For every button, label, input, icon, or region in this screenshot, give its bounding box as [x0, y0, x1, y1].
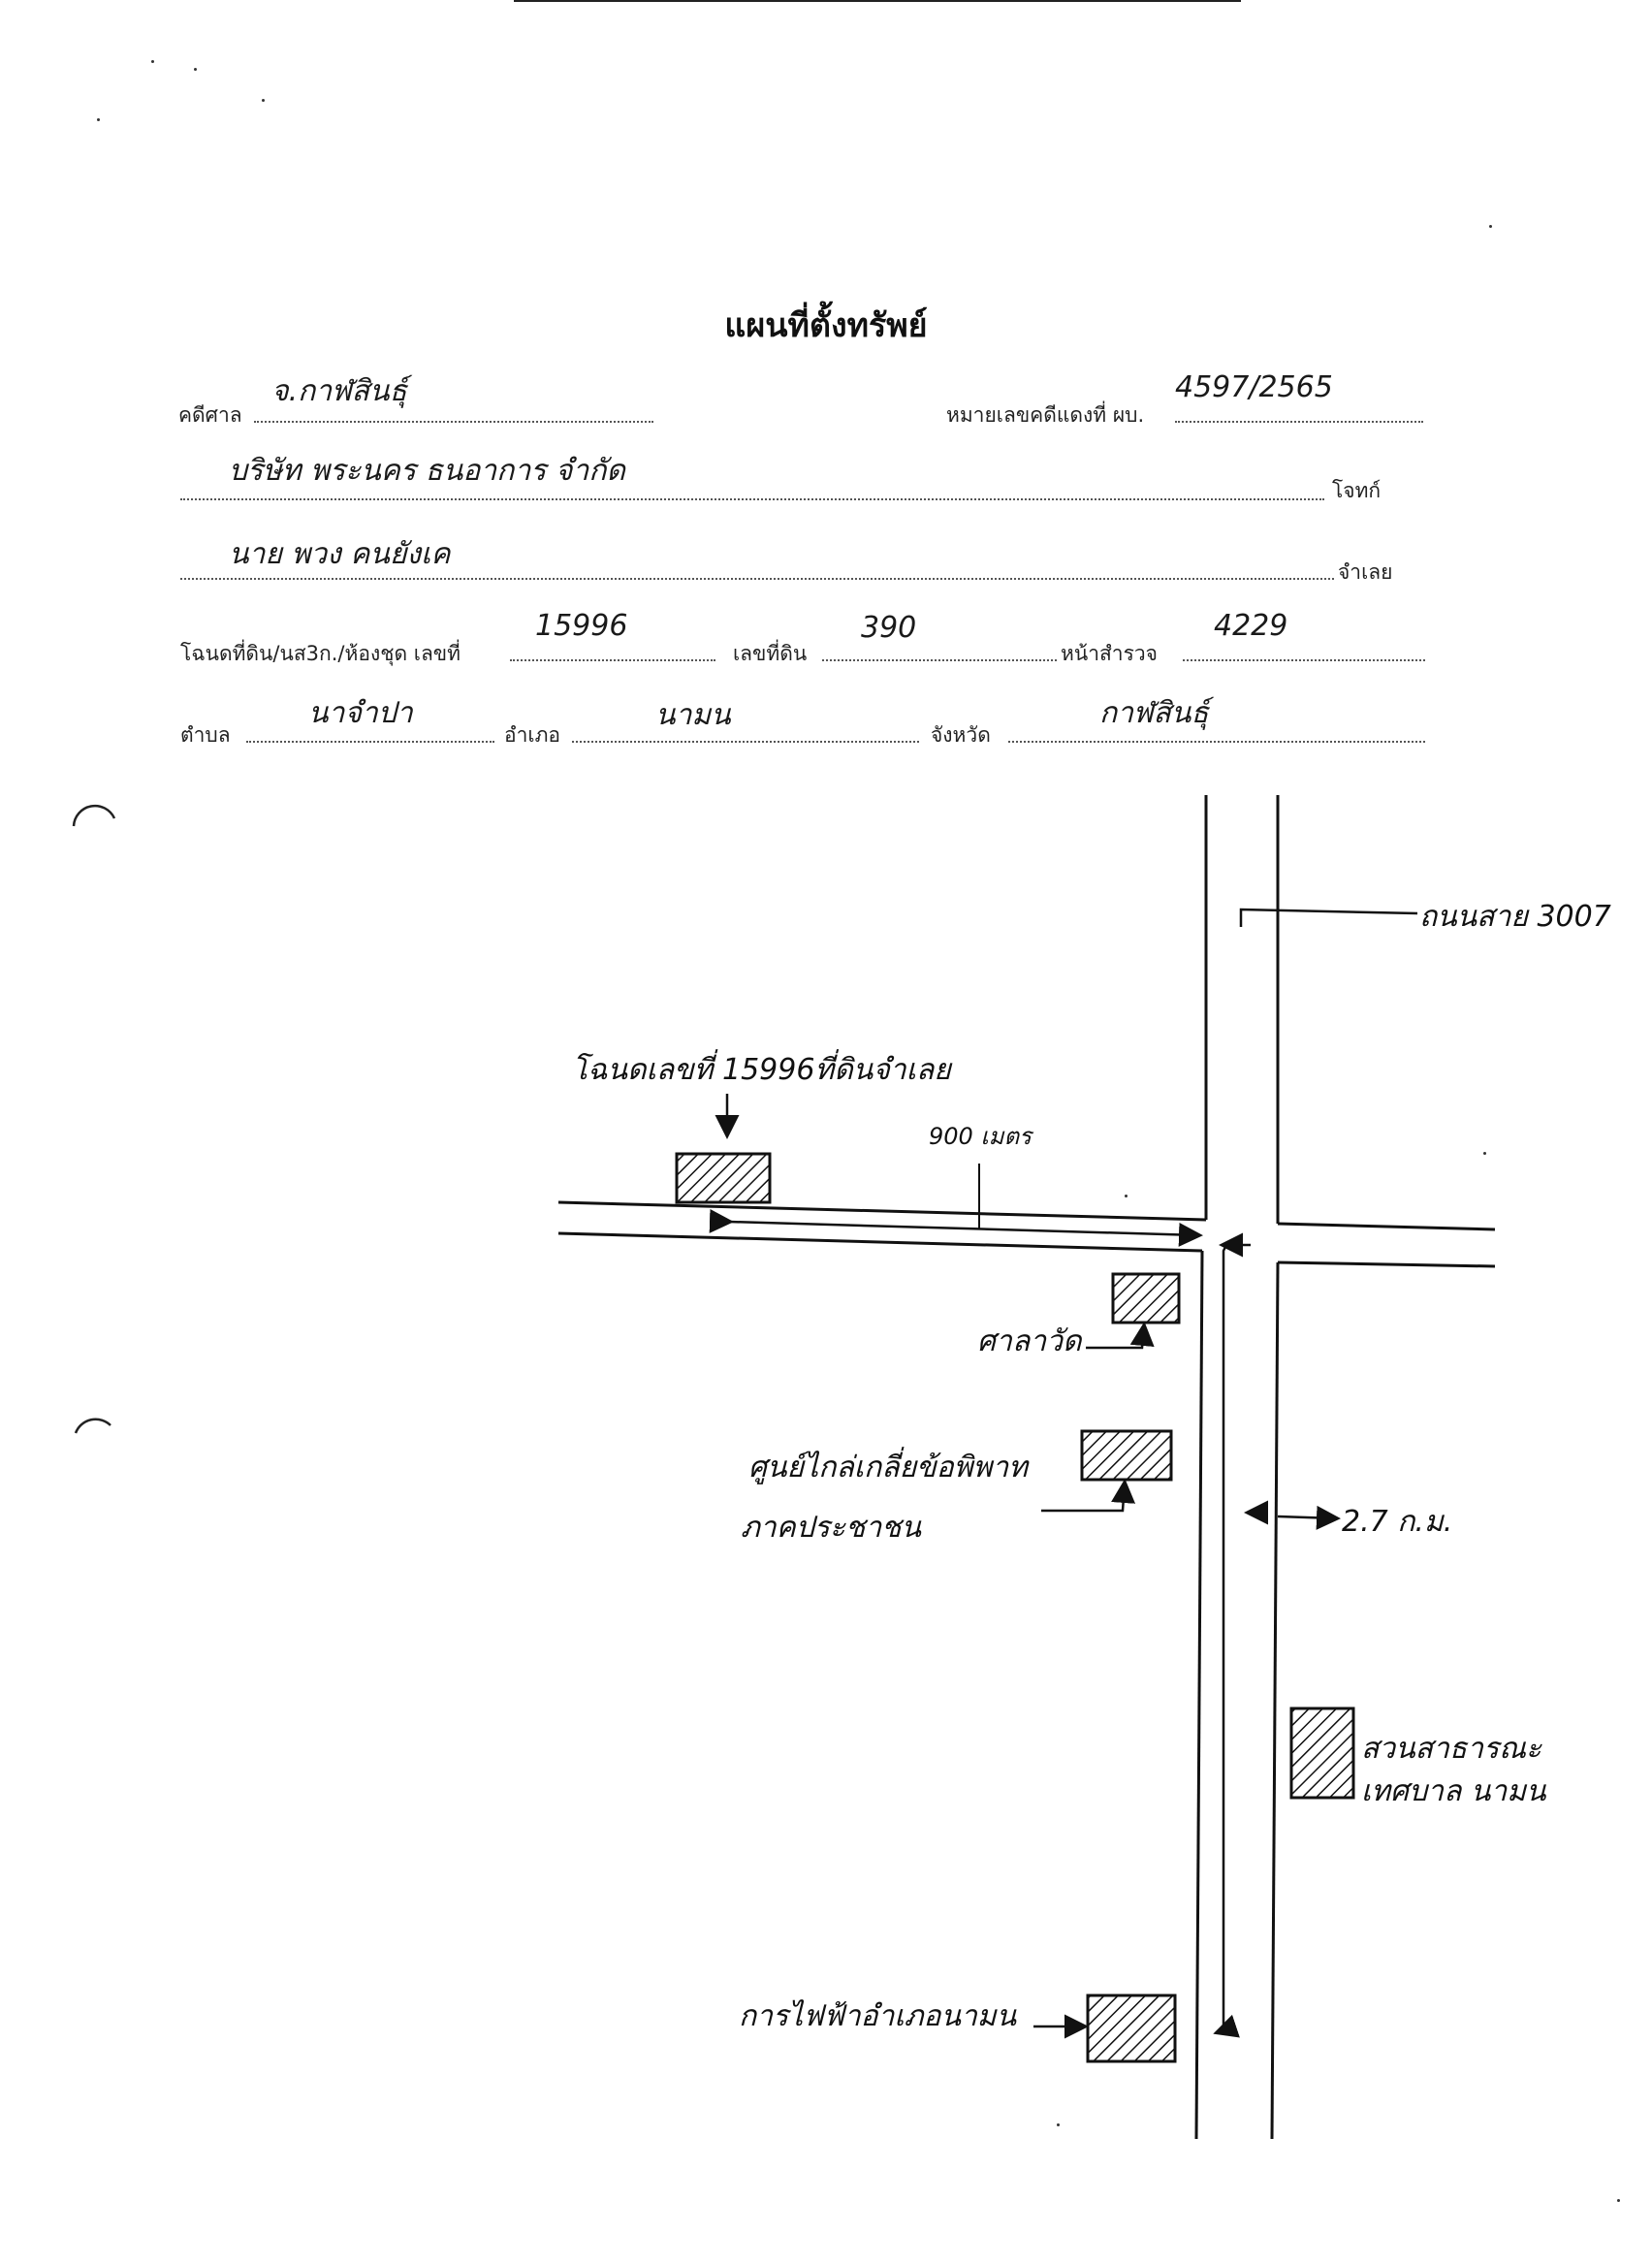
place-2-pointer — [1041, 1479, 1136, 1513]
distance-2-7km-label: 2.7 ก.ม. — [1342, 1505, 1453, 1539]
place-1-label: ศาลาวัด — [977, 1324, 1082, 1358]
plaintiff-value: บริษัท พระนคร ธนอาการ จำกัด — [229, 454, 625, 488]
place-2-label-line1: ศูนย์ไกล่เกลี่ยข้อพิพาท — [748, 1451, 1028, 1484]
survey-label: หน้าสำรวจ — [1061, 642, 1158, 665]
punch-hole-mark-top — [72, 804, 116, 827]
defendant-land-label: โฉนดเลขที่ 15996ที่ดินจำเลย — [572, 1053, 951, 1087]
case-no-dotted-line — [1175, 421, 1423, 423]
plaintiff-label: โจทก์ — [1332, 479, 1382, 502]
court-label: คดีศาล — [178, 403, 242, 427]
defendant-value: นาย พวง คนยังเค — [229, 537, 451, 571]
place-2-label-line2: ภาคประชาชน — [741, 1511, 922, 1545]
place-3-label-line1: สวนสาธารณะ — [1361, 1732, 1542, 1766]
route-line — [1222, 1242, 1229, 2030]
deed-label: โฉนดที่ดิน/นส3ก./ห้องชุด เลขที่ — [180, 642, 461, 665]
side-road-west-top-edge — [557, 1200, 1207, 1222]
land-no-dotted-line — [822, 659, 1057, 661]
place-4-marker — [1086, 1994, 1177, 2063]
deed-value: 15996 — [535, 609, 628, 643]
defendant-label: จำเลย — [1338, 560, 1393, 584]
place-3-label-line2: เทศบาล นามน — [1361, 1774, 1546, 1808]
place-2-marker — [1080, 1429, 1173, 1482]
place-1-pointer — [1086, 1322, 1155, 1350]
distance-900m-arrow — [709, 1208, 1203, 1247]
subdistrict-value: นาจำปา — [308, 696, 413, 730]
plaintiff-dotted-line — [180, 498, 1324, 500]
place-4-label: การไฟฟ้าอำเภอนามน — [739, 1999, 1017, 2033]
road-3007-pointer — [1239, 908, 1418, 927]
place-1-marker — [1111, 1272, 1181, 1324]
place-3-marker — [1289, 1707, 1355, 1800]
punch-hole-mark-bottom — [74, 1418, 111, 1434]
road-3007-label: ถนนสาย 3007 — [1419, 900, 1611, 934]
district-value: นามน — [655, 698, 731, 732]
side-road-east-top-edge — [1277, 1222, 1496, 1231]
survey-value: 4229 — [1214, 609, 1288, 643]
main-road-left-edge-lower — [1194, 1250, 1204, 2140]
district-label: อำเภอ — [504, 723, 561, 747]
scan-speck — [1057, 2123, 1060, 2126]
side-road-east-bottom-edge — [1277, 1260, 1496, 1268]
distance-900m-label: 900 เมตร — [929, 1123, 1032, 1150]
scan-speck — [194, 68, 197, 71]
scan-speck — [151, 60, 154, 63]
scan-speck — [1483, 1152, 1486, 1155]
scan-speck — [1489, 225, 1492, 228]
province-value: กาฬสินธุ์ — [1099, 696, 1209, 730]
province-dotted-line — [1008, 741, 1425, 743]
court-dotted-line — [254, 421, 653, 423]
distance-2-7km-arrow — [1277, 1505, 1341, 1530]
subdistrict-dotted-line — [246, 741, 494, 743]
side-road-west-bottom-edge — [557, 1231, 1203, 1253]
main-road-right-edge-lower — [1270, 1261, 1280, 2140]
deed-dotted-line — [510, 659, 715, 661]
page-title: แผนที่ตั้งทรัพย์ — [724, 306, 928, 345]
case-no-value: 4597/2565 — [1175, 370, 1333, 404]
scan-speck — [97, 118, 100, 121]
scan-speck — [1617, 2199, 1620, 2202]
defendant-land-marker — [675, 1152, 772, 1204]
case-no-label: หมายเลขคดีแดงที่ ผบ. — [946, 403, 1145, 427]
scan-speck — [262, 99, 265, 102]
route-end-arrow — [1213, 2014, 1240, 2038]
land-no-value: 390 — [861, 611, 917, 645]
land-no-label: เลขที่ดิน — [733, 642, 808, 665]
defendant-dotted-line — [180, 578, 1334, 580]
subdistrict-label: ตำบล — [180, 723, 231, 747]
court-value: จ.กาฬสินธุ์ — [271, 374, 407, 408]
top-border-line — [514, 0, 1241, 2]
district-dotted-line — [572, 741, 919, 743]
survey-dotted-line — [1183, 659, 1425, 661]
province-label: จังหวัด — [931, 723, 991, 747]
scan-speck — [1125, 1195, 1128, 1197]
